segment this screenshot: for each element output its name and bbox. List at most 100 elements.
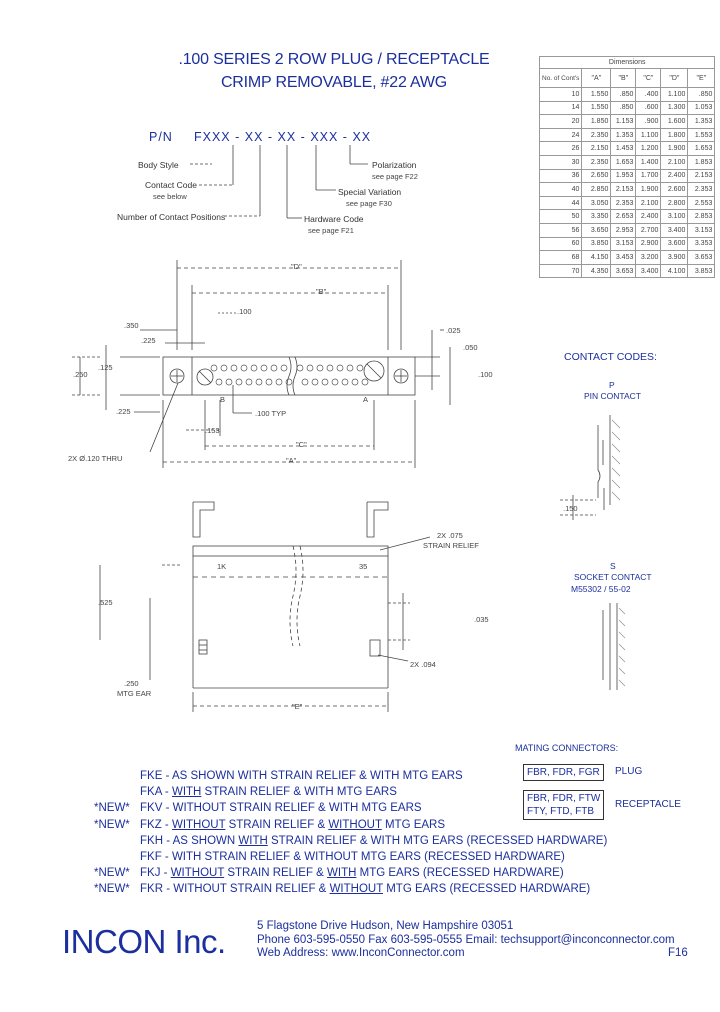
dimensions-cell: 10	[538, 87, 583, 102]
contact-hole	[306, 364, 314, 372]
option-new-badge: *NEW*	[94, 867, 130, 880]
contact-hole	[245, 378, 253, 386]
contact-hole	[215, 378, 223, 386]
mating-receptacle-label: RECEPTACLE	[615, 799, 681, 810]
option-line: FKJ - WITHOUT STRAIN RELIEF & WITH MTG E…	[140, 867, 564, 879]
option-code: FKR	[140, 883, 163, 896]
contact-hole	[275, 378, 283, 386]
label-body-style: Body Style	[138, 160, 179, 170]
option-text: - WITHOUT STRAIN RELIEF & WITH MTG EARS	[162, 802, 422, 815]
option-code: FKF	[140, 851, 162, 863]
contact-hole	[285, 378, 293, 386]
option-text: STRAIN RELIEF & WITH MTG EARS	[201, 786, 397, 799]
label-special-variation-note: see page F30	[346, 199, 392, 208]
option-new-badge: *NEW*	[94, 818, 130, 831]
company-phone: Phone 603-595-0550 Fax 603-595-0555 Emai…	[257, 934, 675, 946]
contact-hole	[331, 378, 339, 386]
dim-d-label: "D"	[291, 262, 302, 271]
contact-hole	[280, 364, 288, 372]
option-text: WITHOUT	[329, 883, 384, 896]
option-code: FKJ	[140, 867, 161, 880]
header-no-of-contacts: No. of Cont's	[538, 68, 583, 88]
header-c: "C"	[635, 68, 662, 88]
dim-153: .153	[205, 426, 220, 435]
contact-hole	[361, 378, 369, 386]
option-code: FKH	[140, 834, 163, 847]
mating-receptacle-codes: FBR, FDR, FTW FTY, FTD, FTB	[523, 790, 605, 820]
dim-e-label: "E"	[292, 702, 303, 711]
option-new-badge: *NEW*	[94, 883, 130, 896]
contact-hole	[230, 364, 238, 372]
contact-hole	[250, 364, 258, 372]
dim-350: .350	[124, 321, 139, 330]
dim-125: .125	[98, 363, 113, 372]
socket-contact-code: S	[610, 561, 616, 571]
option-code: FKE	[140, 770, 163, 782]
strain-relief-qty: 2X .075	[437, 531, 463, 540]
label-hardware-code: Hardware Code	[304, 214, 364, 224]
dimensions-cell: 3.653	[610, 263, 637, 279]
contact-hole	[356, 364, 364, 372]
mating-receptacle-codes-line2: FTY, FTD, FTB	[527, 806, 595, 817]
dim-c-label: "C"	[296, 440, 307, 449]
option-text: MTG EARS	[381, 818, 446, 831]
option-line: FKV - WITHOUT STRAIN RELIEF & WITH MTG E…	[140, 802, 422, 814]
option-code: FKV	[140, 802, 163, 815]
option-code: FKA	[140, 786, 162, 799]
label-polarization-note: see page F22	[372, 172, 418, 181]
label-polarization: Polarization	[372, 160, 417, 170]
dimensions-table: Dimensions No. of Cont's "A" "B" "C" "D"…	[538, 56, 716, 279]
row-b-label: B	[220, 395, 226, 404]
page-number: F16	[668, 947, 688, 959]
dim-050: .050	[463, 343, 478, 352]
option-line: FKZ - WITHOUT STRAIN RELIEF & WITHOUT MT…	[140, 819, 445, 831]
dim-225-top: .225	[141, 336, 156, 345]
mating-plug-label: PLUG	[615, 766, 643, 777]
dim-100: .100	[237, 307, 252, 316]
side-dim-035: .035	[474, 615, 489, 624]
pin-contact-code: P	[609, 380, 615, 390]
pn-prefix: P/N	[149, 130, 173, 144]
label-contact-code-note: see below	[153, 192, 187, 201]
page-subtitle: CRIMP REMOVABLE, #22 AWG	[220, 74, 448, 91]
header-e: "E"	[687, 68, 716, 88]
pn-code: FXXX - XX - XX - XXX - XX	[194, 130, 372, 144]
option-text: MTG EARS (RECESSED HARDWARE)	[383, 883, 591, 896]
option-text: WITH	[327, 867, 357, 880]
option-line: FKA - WITH STRAIN RELIEF & WITH MTG EARS	[140, 786, 397, 798]
contact-hole	[301, 378, 309, 386]
label-contact-positions: Number of Contact Positions	[117, 212, 226, 222]
option-text: WITH	[171, 786, 202, 799]
dim-b-label: "B"	[316, 287, 327, 296]
option-text: -	[160, 867, 171, 880]
contact-codes-heading: CONTACT CODES:	[564, 351, 657, 363]
option-text: WITH	[238, 834, 268, 847]
option-line: FKF - WITH STRAIN RELIEF & WITHOUT MTG E…	[140, 851, 565, 863]
option-text: - WITH STRAIN RELIEF & WITHOUT MTG EARS …	[161, 851, 565, 863]
option-text: MTG EARS (RECESSED HARDWARE)	[356, 867, 564, 880]
thru-hole-note: 2X Ø.120 THRU	[68, 454, 123, 463]
option-code: FKZ	[140, 818, 162, 831]
pin-1-label: 1K	[217, 562, 227, 571]
option-text: WITHOUT	[328, 818, 382, 831]
label-hardware-code-note: see page F21	[308, 226, 354, 235]
contact-hole	[270, 364, 278, 372]
option-line: FKH - AS SHOWN WITH STRAIN RELIEF & WITH…	[140, 835, 607, 847]
contact-hole	[225, 378, 233, 386]
contact-hole	[346, 364, 354, 372]
contact-hole	[240, 364, 248, 372]
contact-hole	[351, 378, 359, 386]
dimensions-header-row: No. of Cont's "A" "B" "C" "D" "E"	[538, 68, 716, 88]
socket-contact-label: SOCKET CONTACT	[574, 572, 652, 582]
dim-100-typ: .100 TYP	[255, 409, 287, 418]
contact-hole	[296, 364, 304, 372]
contact-hole	[321, 378, 329, 386]
dimensions-cell: 20	[538, 114, 583, 129]
option-new-badge: *NEW*	[94, 802, 130, 815]
